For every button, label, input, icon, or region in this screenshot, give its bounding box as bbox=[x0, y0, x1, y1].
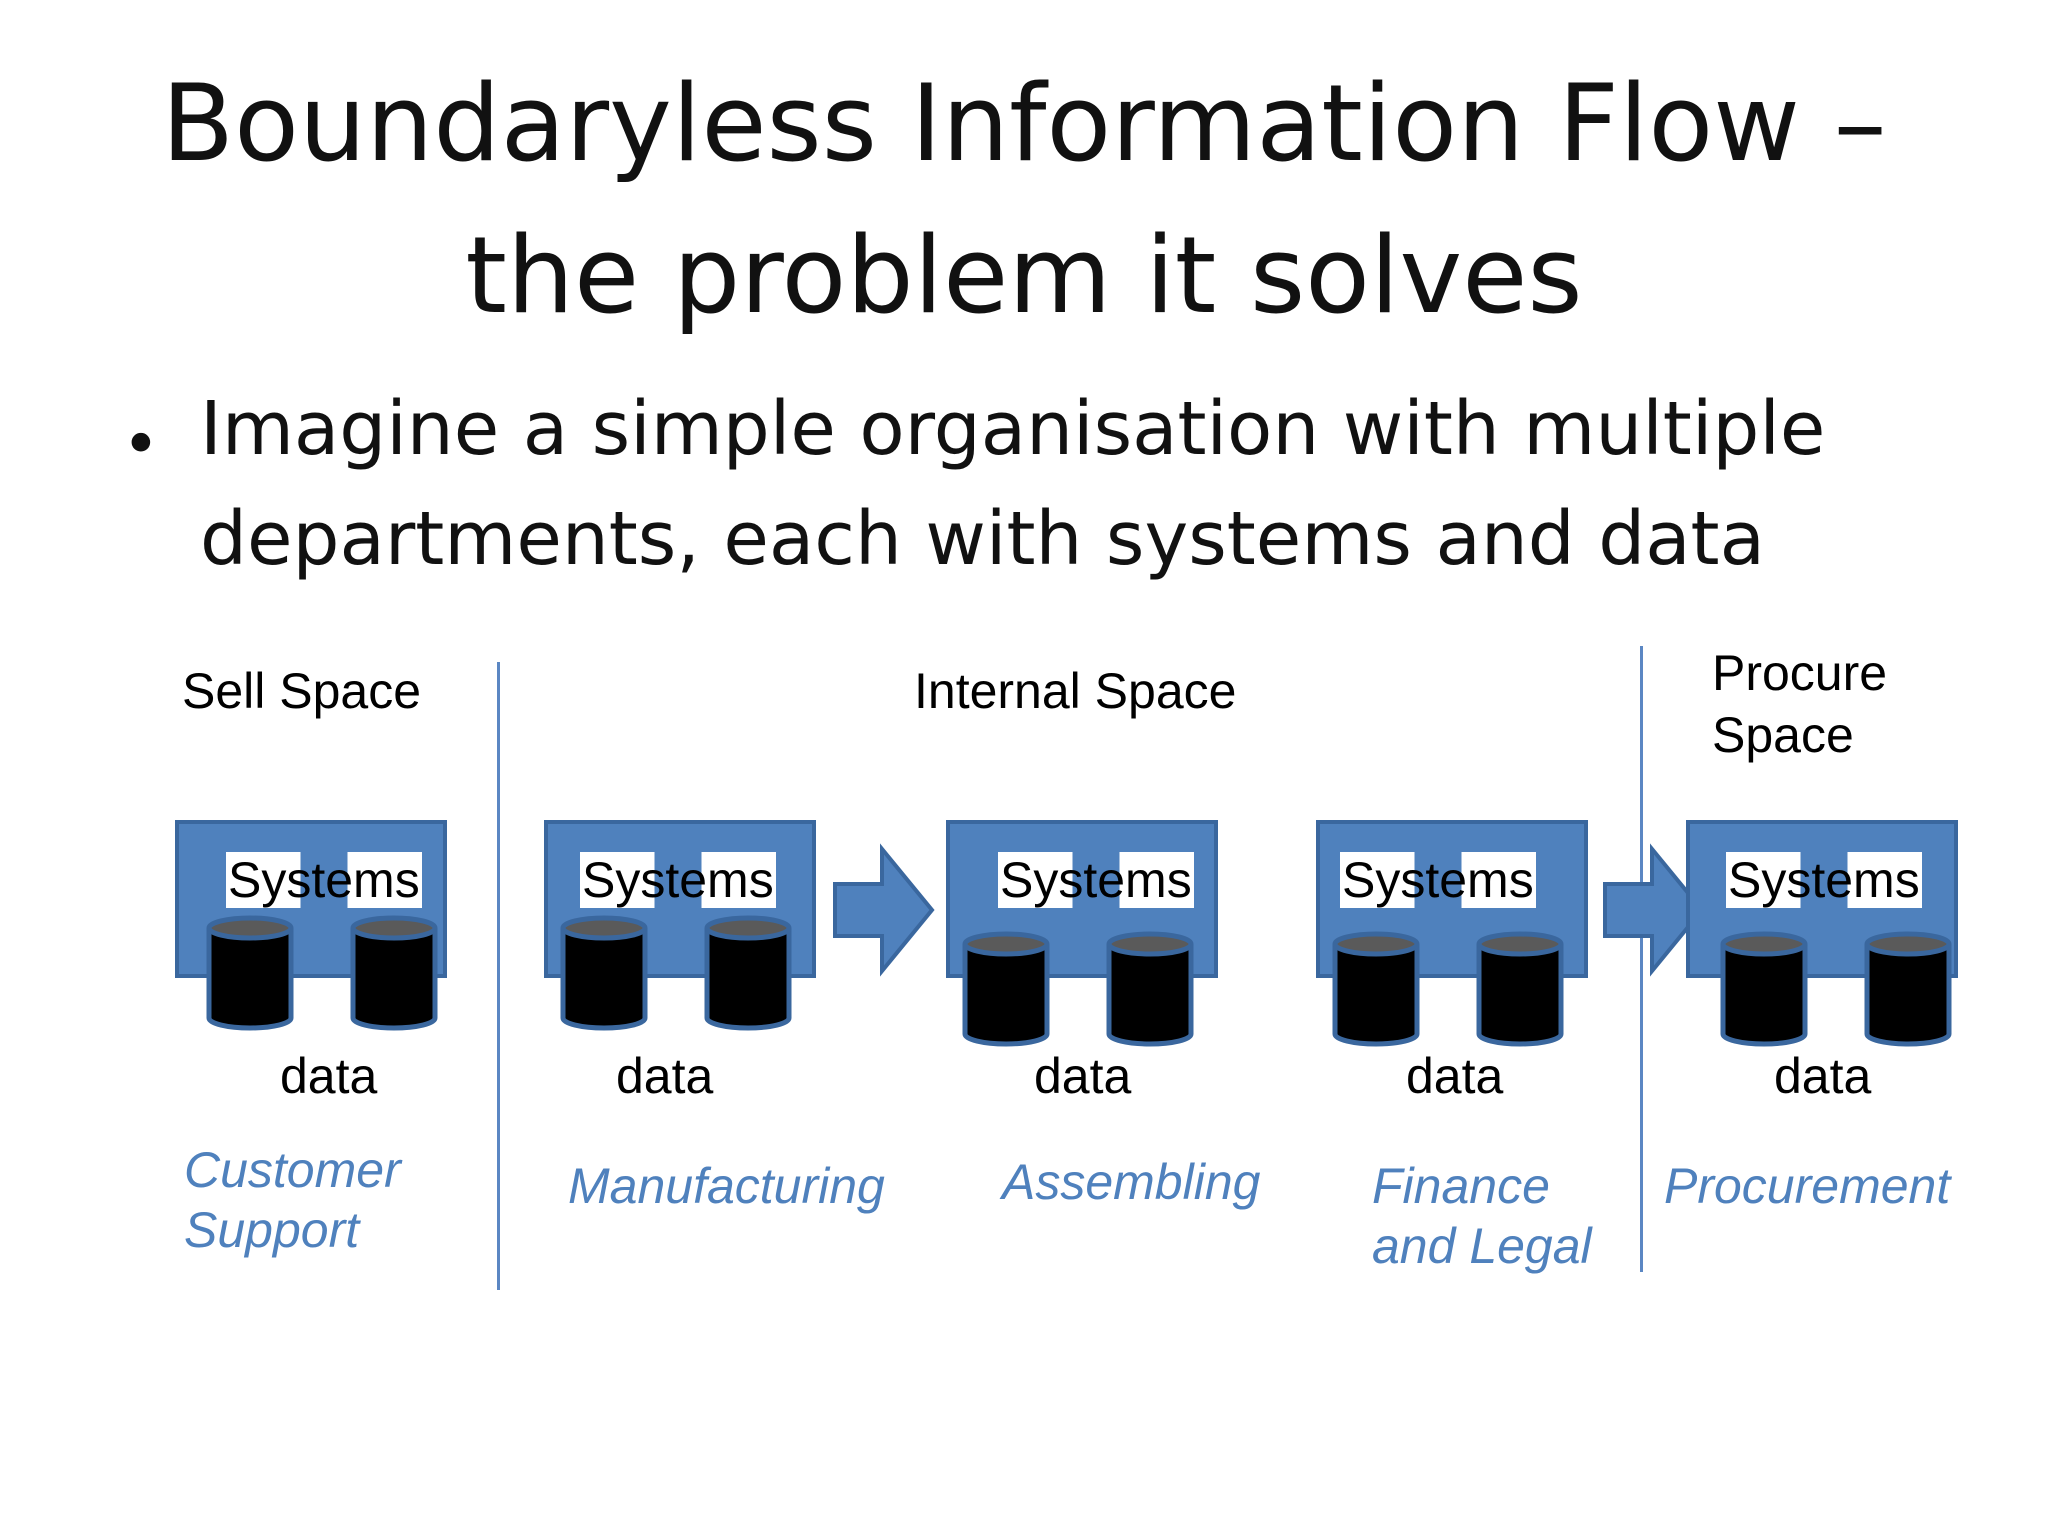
divider-internal-procure bbox=[1640, 646, 1643, 1272]
database-icon bbox=[1720, 931, 1808, 1047]
bullet-marker: • bbox=[122, 408, 160, 482]
arrow-right-icon bbox=[1603, 843, 1705, 977]
database-icon bbox=[560, 915, 648, 1031]
systems-label: Systems bbox=[998, 852, 1194, 908]
department-name-line-1: Finance bbox=[1372, 1158, 1550, 1214]
procure-space-label: Procure Space bbox=[1712, 642, 1887, 766]
database-icon bbox=[350, 915, 438, 1031]
data-label: data bbox=[616, 1048, 714, 1104]
department-name-line-1: Assembling bbox=[1002, 1154, 1261, 1210]
systems-label: Systems bbox=[226, 852, 422, 908]
department-name-line-1: Procurement bbox=[1664, 1158, 1951, 1214]
data-label: data bbox=[280, 1048, 378, 1104]
slide-title: Boundaryless Information Flow – the prob… bbox=[0, 48, 2048, 352]
database-icon bbox=[704, 915, 792, 1031]
department-name-line-2: and Legal bbox=[1372, 1218, 1592, 1274]
department-name-line-1: Manufacturing bbox=[568, 1158, 885, 1214]
database-icon bbox=[1332, 931, 1420, 1047]
data-label: data bbox=[1774, 1048, 1872, 1104]
slide-title-line-2: the problem it solves bbox=[465, 214, 1583, 337]
department-name-line-2: Support bbox=[184, 1202, 360, 1258]
bullet-point: Imagine a simple organisation with multi… bbox=[200, 374, 1960, 594]
data-label: data bbox=[1034, 1048, 1132, 1104]
arrow-right-icon bbox=[833, 843, 935, 977]
data-label: data bbox=[1406, 1048, 1504, 1104]
department-name-procurement: Procurement bbox=[1664, 1156, 1950, 1216]
database-icon bbox=[1476, 931, 1564, 1047]
database-icon bbox=[1106, 931, 1194, 1047]
divider-sell-internal bbox=[497, 662, 500, 1290]
slide-title-line-1: Boundaryless Information Flow – bbox=[161, 62, 1887, 185]
sell-space-label: Sell Space bbox=[182, 663, 422, 719]
systems-label: Systems bbox=[1340, 852, 1536, 908]
procure-space-label-line-2: Space bbox=[1712, 707, 1854, 763]
procure-space-label-line-1: Procure bbox=[1712, 645, 1888, 701]
bullet-line-2: departments, each with systems and data bbox=[200, 496, 1765, 582]
systems-label: Systems bbox=[1726, 852, 1922, 908]
database-icon bbox=[1864, 931, 1952, 1047]
database-icon bbox=[962, 931, 1050, 1047]
department-name-customer-support: Customer Support bbox=[184, 1140, 401, 1260]
department-name-finance-and-legal: Finance and Legal bbox=[1372, 1156, 1592, 1276]
internal-space-label: Internal Space bbox=[914, 663, 1237, 719]
department-name-assembling: Assembling bbox=[1002, 1152, 1260, 1212]
systems-label: Systems bbox=[580, 852, 776, 908]
bullet-line-1: Imagine a simple organisation with multi… bbox=[200, 386, 1826, 472]
database-icon bbox=[206, 915, 294, 1031]
department-name-line-1: Customer bbox=[184, 1142, 401, 1198]
department-name-manufacturing: Manufacturing bbox=[568, 1156, 885, 1216]
